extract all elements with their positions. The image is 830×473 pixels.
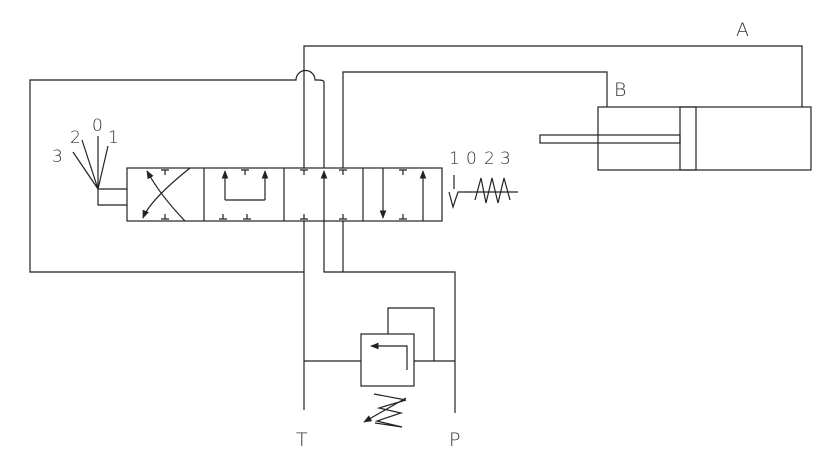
- valve-position-2: [219, 169, 269, 220]
- hydraulic-cylinder: [539, 106, 812, 171]
- port-t-label: T: [296, 429, 308, 451]
- line-b: [342, 71, 608, 168]
- detent-spring: [448, 175, 518, 210]
- valve-position-1: [379, 168, 427, 221]
- line-a: [303, 45, 803, 168]
- piston-rod: [539, 134, 681, 144]
- lever-label-1: 1: [108, 128, 119, 148]
- valve-position-3: [142, 167, 191, 222]
- valve-position-0: [300, 169, 347, 221]
- adjustable-spring-icon: [373, 393, 407, 428]
- pilot-loop-line: [29, 69, 325, 273]
- lever-label-2: 2: [70, 128, 81, 148]
- port-a-label: A: [736, 19, 749, 41]
- directional-control-valve: [126, 167, 443, 222]
- detent-label-3: 3: [500, 149, 511, 169]
- detent-label-0: 0: [466, 149, 477, 169]
- detent-label-2: 2: [484, 149, 495, 169]
- pressure-line: [323, 221, 456, 413]
- pressure-relief-valve: [304, 307, 455, 428]
- lever-label-0: 0: [92, 116, 103, 136]
- port-p-label: P: [449, 429, 460, 451]
- lever-label-3: 3: [52, 147, 63, 167]
- detent-label-1: 1: [449, 149, 460, 169]
- port-b-label: B: [614, 79, 626, 101]
- piston: [679, 106, 697, 171]
- lever-actuator: [72, 136, 127, 206]
